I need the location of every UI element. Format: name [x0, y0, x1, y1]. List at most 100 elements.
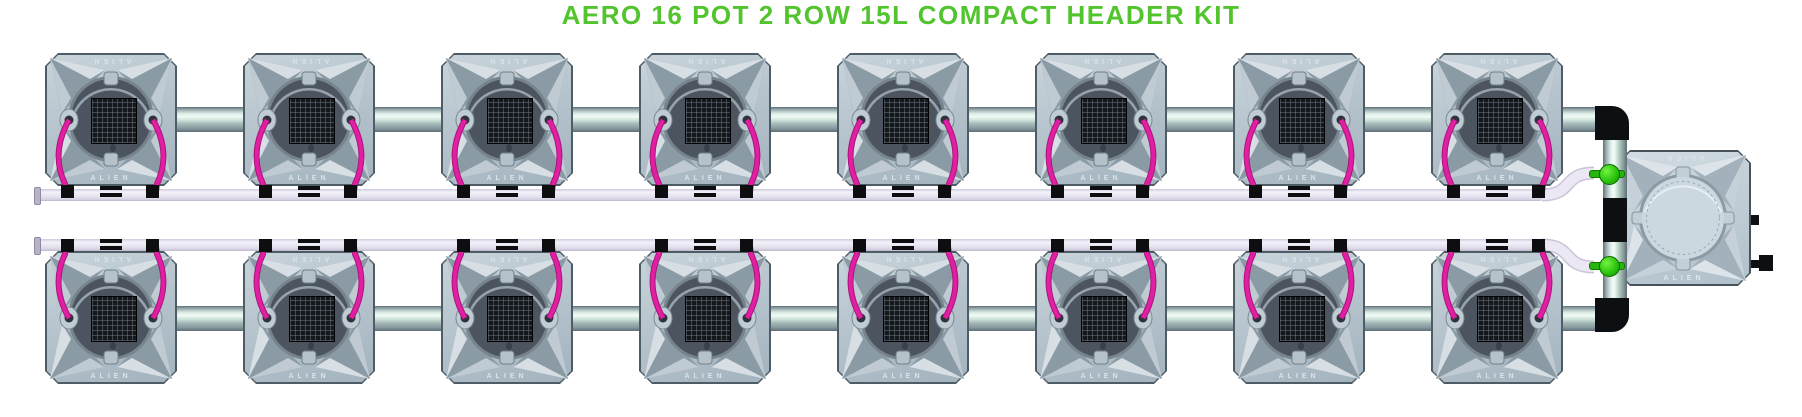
pot-brand-bottom: ALIEN — [1080, 373, 1122, 380]
pipe-clip — [892, 193, 914, 197]
pipe-clip — [892, 186, 914, 190]
pot-brand-bottom: ALIEN — [90, 373, 132, 380]
drain-connector-left — [457, 185, 470, 198]
drain-tubes — [1045, 242, 1157, 320]
pipe-clip — [1288, 246, 1310, 250]
lid-tabs — [895, 269, 911, 365]
net-pot-mesh — [289, 296, 335, 342]
lid-tabs — [1291, 269, 1307, 365]
pipe-clip — [1486, 186, 1508, 190]
drain-connector-left — [853, 185, 866, 198]
pipe-clip — [298, 246, 320, 250]
tank-port-lower-stem — [1751, 260, 1761, 268]
ball-valve-row1 — [1599, 164, 1620, 185]
pot-brand-bottom: ALIEN — [684, 373, 726, 380]
tank-port-upper — [1751, 215, 1759, 225]
net-pot-mesh — [289, 98, 335, 144]
elbow-bottom — [1595, 298, 1629, 332]
drain-tubes — [847, 118, 959, 196]
lid-tabs — [499, 269, 515, 365]
pot-row2-col4: ALIEN ALIEN — [639, 239, 771, 384]
drain-tubes — [451, 242, 563, 320]
lid-plug — [1100, 342, 1106, 350]
lid-tabs — [103, 269, 119, 365]
pipe-clip — [694, 246, 716, 250]
lid-tabs — [1093, 71, 1109, 167]
drain-connector-right — [1334, 185, 1347, 198]
pot-brand-top: ALIEN — [486, 255, 528, 262]
page-title: AERO 16 POT 2 ROW 15L COMPACT HEADER KIT — [561, 0, 1241, 30]
pipe-clip — [1486, 239, 1508, 243]
pot-brand-bottom: ALIEN — [1080, 175, 1122, 182]
pot-row2-col8: ALIEN ALIEN — [1431, 239, 1563, 384]
pot-brand-top: ALIEN — [1476, 57, 1518, 64]
drain-connector-left — [259, 185, 272, 198]
pot-row1-col8: ALIEN ALIEN — [1431, 53, 1563, 198]
pot-row1-col7: ALIEN ALIEN — [1233, 53, 1365, 198]
drain-connector-left — [853, 239, 866, 252]
pot-brand-bottom: ALIEN — [1476, 175, 1518, 182]
drain-tubes — [253, 242, 365, 320]
pot-row1-col1: ALIEN ALIEN — [45, 53, 177, 198]
pipe-clip — [100, 246, 122, 250]
drain-connector-left — [1447, 185, 1460, 198]
pipe-clip — [1288, 186, 1310, 190]
pipe-clip — [100, 186, 122, 190]
pot-brand-bottom: ALIEN — [288, 373, 330, 380]
drain-connector-right — [740, 239, 753, 252]
pipe-clip — [496, 246, 518, 250]
tank-lid-tabs — [1631, 166, 1735, 271]
pot-row2-col6: ALIEN ALIEN — [1035, 239, 1167, 384]
lid-plug — [1496, 144, 1502, 152]
pot-brand-bottom: ALIEN — [288, 175, 330, 182]
pipe-clip — [1288, 239, 1310, 243]
tank-lid-seam — [1646, 181, 1720, 255]
pot-brand-bottom: ALIEN — [90, 175, 132, 182]
pipe-clip — [1288, 193, 1310, 197]
net-pot-mesh — [1081, 296, 1127, 342]
tank-brand-bottom: ALIEN — [1663, 275, 1705, 282]
pot-brand-top: ALIEN — [288, 57, 330, 64]
drain-tubes — [649, 118, 761, 196]
pot-row1-col3: ALIEN ALIEN — [441, 53, 573, 198]
pot-row2-col1: ALIEN ALIEN — [45, 239, 177, 384]
net-pot-mesh — [685, 98, 731, 144]
ball-valve-row2 — [1599, 256, 1620, 277]
pot-brand-top: ALIEN — [1080, 255, 1122, 262]
lid-tabs — [697, 269, 713, 365]
drain-tubes — [1441, 242, 1553, 320]
pot-row1-col2: ALIEN ALIEN — [243, 53, 375, 198]
pot-brand-top: ALIEN — [684, 57, 726, 64]
drain-tubes — [649, 242, 761, 320]
pipe-clip — [1090, 239, 1112, 243]
drain-tubes — [847, 242, 959, 320]
pipe-clip — [1486, 246, 1508, 250]
net-pot-mesh — [883, 296, 929, 342]
drain-connector-right — [542, 185, 555, 198]
drain-tubes — [1243, 242, 1355, 320]
lid-plug — [1298, 342, 1304, 350]
lid-plug — [308, 144, 314, 152]
pipe-clip — [298, 186, 320, 190]
pot-brand-top: ALIEN — [1278, 255, 1320, 262]
lid-plug — [1100, 144, 1106, 152]
lid-tabs — [1489, 71, 1505, 167]
pot-row1-col6: ALIEN ALIEN — [1035, 53, 1167, 198]
lid-tabs — [895, 71, 911, 167]
pipe-clip — [694, 239, 716, 243]
lid-plug — [902, 342, 908, 350]
lid-plug — [506, 144, 512, 152]
lid-tabs — [301, 269, 317, 365]
pot-row1-col5: ALIEN ALIEN — [837, 53, 969, 198]
pipe-clip — [298, 239, 320, 243]
drain-connector-right — [344, 185, 357, 198]
drain-connector-left — [61, 239, 74, 252]
lid-tabs — [1093, 269, 1109, 365]
lid-plug — [308, 342, 314, 350]
drain-tubes — [451, 118, 563, 196]
lid-plug — [1496, 342, 1502, 350]
pot-row2-col2: ALIEN ALIEN — [243, 239, 375, 384]
drain-connector-right — [938, 185, 951, 198]
drain-connector-right — [344, 239, 357, 252]
drain-connector-left — [1051, 239, 1064, 252]
